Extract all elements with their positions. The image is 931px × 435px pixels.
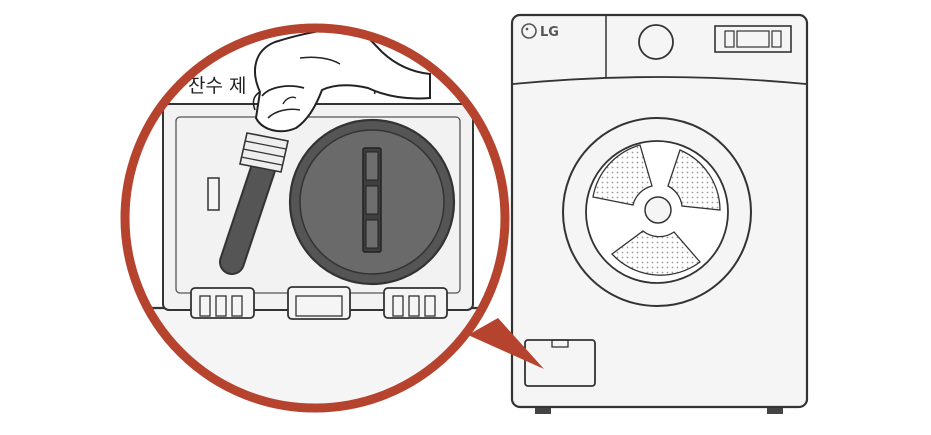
- washing-machine: LG: [510, 13, 809, 414]
- program-dial: [638, 24, 674, 60]
- label-residual-water-hose: 잔수 제: [188, 75, 246, 97]
- drum-hub: [644, 196, 672, 224]
- drain-hose-cap: [239, 132, 289, 173]
- zoom-callout: 잔수 제 수 필터: [120, 23, 510, 413]
- drain-pump-filter: [288, 118, 456, 286]
- callout-ring: [120, 23, 510, 413]
- display-panel: [714, 25, 792, 53]
- drum: [592, 144, 721, 276]
- lg-logo-icon: [521, 23, 537, 39]
- brand-text: LG: [540, 25, 559, 40]
- latch-center: [287, 286, 351, 320]
- hand-icon: [252, 28, 431, 133]
- control-panel-divider: [512, 76, 807, 85]
- brand-logo: LG: [521, 23, 559, 40]
- residual-water-drain-hose: [221, 149, 277, 273]
- callout-pointer: [468, 318, 544, 369]
- compartment-slot: [207, 177, 220, 211]
- hinge-left: [190, 287, 255, 319]
- hinge-right: [383, 287, 448, 319]
